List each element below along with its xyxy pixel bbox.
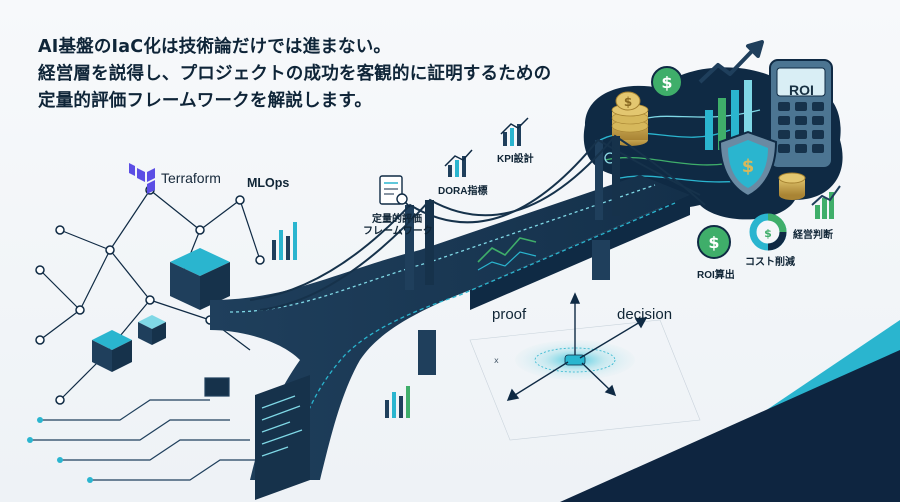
headline-line-1: AI基盤のIaC化は技術論だけでは進まない。 [38,37,392,57]
roi-calc-label: ROI算出 [697,270,735,281]
mgmt-decision-label: 経営判断 [793,230,833,241]
kpi-chart-icon [500,117,529,146]
dollar-coin-icon: $ [651,66,683,98]
donut-chart-icon: $ [749,213,787,251]
decision-label: decision [617,306,673,323]
coin-stack-small [778,172,806,200]
proof-label: proof [492,306,527,323]
cubes [92,248,230,372]
bridge-road [210,175,690,480]
calculator-icon [769,59,833,169]
calculator-screen-label: ROI [789,82,814,98]
coin-stack: $ [611,91,649,146]
under-bridge-chart [385,386,410,418]
shield-dollar-icon: $ [718,130,778,198]
dora-label: DORA指標 [438,186,488,197]
road-side [470,195,690,310]
mlops-chart [272,222,297,260]
proof-decision-graph: x [469,292,701,441]
circuit-chip-icon [27,377,260,483]
dora-chart-icon [444,149,473,177]
framework-label-line-1: 定量的評価 [372,214,422,225]
headline-line-3: 定量的評価フレームワークを解説します。 [38,91,373,111]
svg-text:$: $ [764,227,772,240]
bridge-towers [405,136,620,375]
svg-text:$: $ [661,73,672,92]
framework-label-line-2: フレームワーク [363,226,433,237]
framework-document-icon [379,175,411,208]
growth-arrow-icon [698,40,764,84]
mlops-label: MLOps [247,176,290,190]
mgmt-bar-chart [811,185,841,219]
cost-cut-label: コスト削減 [745,257,795,268]
cloud-bar-chart [705,80,752,150]
headline-line-2: 経営層を説得し、プロジェクトの成功を客観的に証明するための [38,64,552,84]
bridge-chart [477,237,537,271]
terraform-label: Terraform [161,170,221,186]
headline: AI基盤のIaC化は技術論だけでは進まない。 経営層を説得し、プロジェクトの成功… [38,34,638,115]
svg-text:$: $ [708,233,719,252]
code-panel [255,375,310,500]
svg-text:x: x [494,356,499,365]
kpi-label: KPI設計 [497,154,534,165]
diagonal-panel-navy [560,350,900,502]
bridge-cables [249,134,706,311]
svg-text:$: $ [624,95,632,109]
svg-text:$: $ [742,156,755,177]
roi-coin-icon: $ [697,225,731,259]
terraform-logo-icon [129,163,155,194]
